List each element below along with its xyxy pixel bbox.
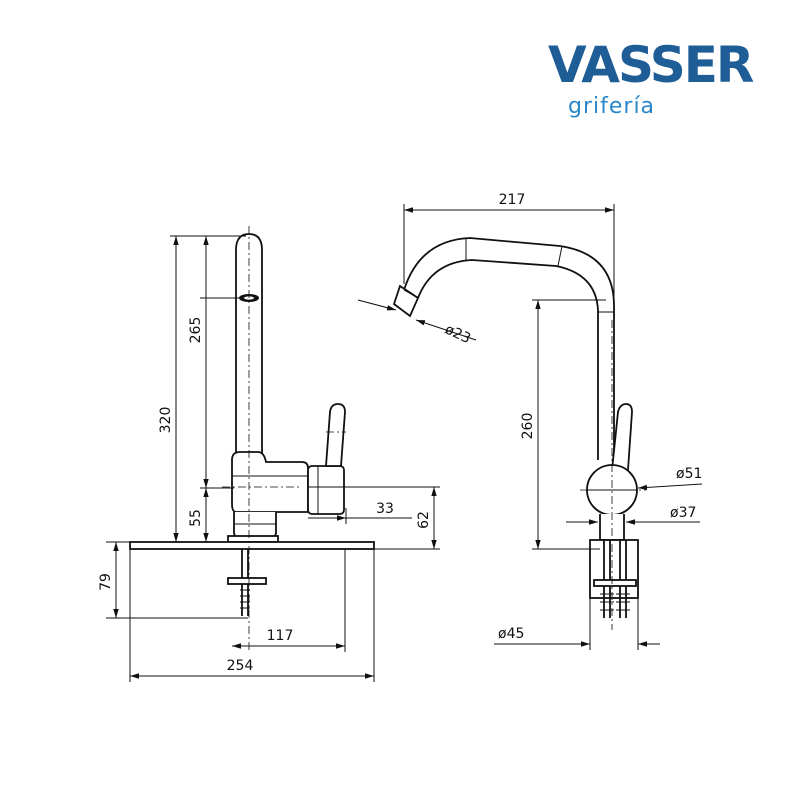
- dim-base-diameter: ø37: [670, 505, 696, 521]
- dim-lever-offset: 33: [376, 501, 394, 517]
- dim-spout-height: 260: [520, 413, 536, 440]
- brand-name: VASSER: [548, 36, 754, 94]
- dim-nozzle-diameter: ø23: [442, 322, 473, 348]
- front-dimensions: [106, 235, 440, 682]
- dim-height-base: 55: [188, 509, 204, 527]
- dim-body-diameter: ø51: [676, 466, 702, 482]
- dim-under-counter: 79: [98, 573, 114, 591]
- dim-bottom-diameter: ø45: [498, 626, 524, 642]
- dim-height-spout: 265: [188, 317, 204, 344]
- side-dimensions: [357, 204, 703, 650]
- dim-plate-width: 254: [227, 658, 254, 674]
- vasser-logo: VASSER grifería: [548, 34, 768, 124]
- dim-hole-offset: 117: [267, 628, 294, 644]
- brand-tagline: grifería: [568, 94, 656, 119]
- dim-height-total: 320: [158, 407, 174, 434]
- dim-reach: 217: [499, 192, 526, 208]
- front-view: [129, 226, 375, 650]
- side-view: [392, 237, 646, 630]
- dim-body-height: 62: [416, 511, 432, 529]
